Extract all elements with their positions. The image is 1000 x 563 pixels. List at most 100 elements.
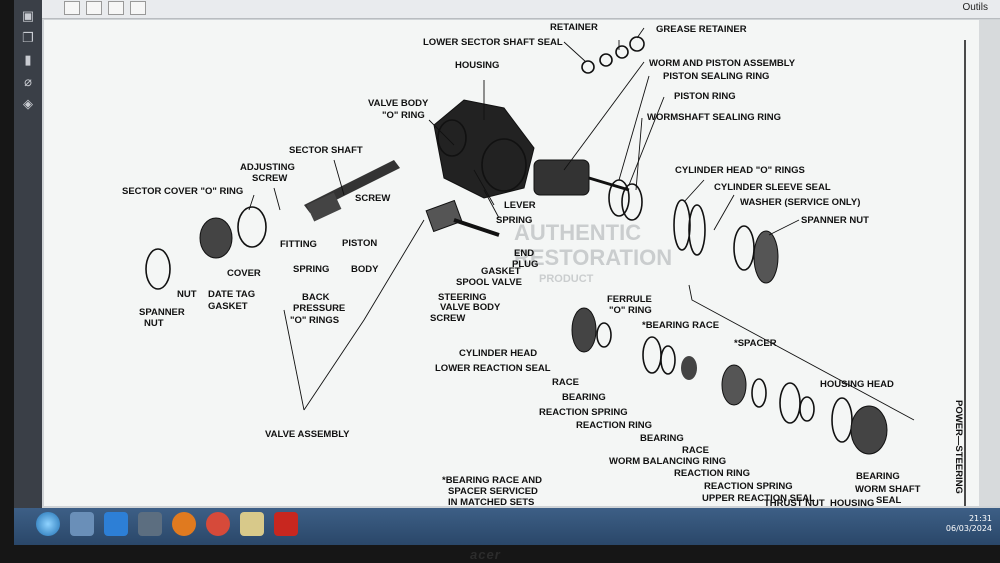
label-worm-shaft-2: SEAL bbox=[876, 495, 902, 506]
label-ferrule-1: FERRULE bbox=[607, 294, 652, 305]
label-back-3: "O" RINGS bbox=[290, 315, 339, 326]
page-thumbnails-icon[interactable]: ▣ bbox=[21, 8, 35, 23]
monitor-brand-logo: acer bbox=[470, 547, 501, 562]
folder-icon[interactable] bbox=[240, 512, 264, 536]
toolbar-button-1[interactable] bbox=[64, 1, 80, 15]
system-clock[interactable]: 21:31 06/03/2024 bbox=[946, 514, 992, 534]
part-housing bbox=[433, 99, 535, 199]
label-gasket: GASKET bbox=[481, 266, 521, 277]
bookmark-icon[interactable]: ▮ bbox=[24, 52, 32, 67]
label-steering-1: STEERING bbox=[438, 292, 487, 303]
label-back-2: PRESSURE bbox=[293, 303, 345, 314]
label-bearing-mid: BEARING bbox=[640, 433, 684, 444]
label-spacer: *SPACER bbox=[734, 338, 777, 349]
label-gasket-left: GASKET bbox=[208, 301, 248, 312]
attachment-icon[interactable]: ⌀ bbox=[24, 74, 32, 89]
footnote-line-1: *BEARING RACE AND bbox=[442, 475, 542, 486]
label-reaction-spring: REACTION SPRING bbox=[539, 407, 628, 418]
label-lever: LEVER bbox=[504, 200, 536, 211]
part-worm-piston bbox=[533, 159, 643, 221]
label-spring: SPRING bbox=[496, 215, 532, 226]
label-spring-left: SPRING bbox=[293, 264, 329, 275]
watermark-line-1: AUTHENTIC bbox=[514, 220, 641, 245]
label-steering-2: VALVE BODY bbox=[440, 302, 501, 313]
label-ferrule-2: "O" RING bbox=[609, 305, 652, 316]
label-adjusting-1: ADJUSTING bbox=[240, 162, 295, 173]
label-cylinder-head: CYLINDER HEAD bbox=[459, 348, 537, 359]
leader-lines bbox=[248, 27, 915, 421]
label-date-tag: DATE TAG bbox=[208, 289, 255, 300]
label-fitting: FITTING bbox=[280, 239, 317, 250]
document-page: AUTHENTIC RESTORATION PRODUCT bbox=[44, 20, 979, 509]
label-sector-cover-o-ring: SECTOR COVER "O" RING bbox=[122, 186, 243, 197]
label-retainer: RETAINER bbox=[550, 22, 598, 33]
label-bearing-race: *BEARING RACE bbox=[642, 320, 719, 331]
label-end-plug-1: END bbox=[514, 248, 534, 259]
label-piston-sealing-ring: PISTON SEALING RING bbox=[663, 71, 769, 82]
label-valve-body-2: "O" RING bbox=[382, 110, 425, 121]
part-top-rings bbox=[581, 36, 645, 74]
labels-middle: FITTING PISTON END PLUG SPRING BODY GASK… bbox=[139, 238, 777, 374]
label-race: RACE bbox=[552, 377, 579, 388]
right-scroll-panel[interactable] bbox=[979, 20, 1000, 506]
label-reaction-ring-2: REACTION RING bbox=[674, 468, 750, 479]
label-worm-shaft-1: WORM SHAFT bbox=[855, 484, 921, 495]
part-lower-stack bbox=[571, 307, 888, 455]
taskbar: 21:31 06/03/2024 bbox=[14, 508, 1000, 545]
label-thrust-nut: THRUST NUT bbox=[764, 498, 825, 506]
toolbar-button-3[interactable] bbox=[108, 1, 124, 15]
firefox-icon[interactable] bbox=[172, 512, 196, 536]
label-housing: HOUSING bbox=[455, 60, 499, 71]
label-screw: SCREW bbox=[355, 193, 390, 204]
label-housing-bottom: HOUSING bbox=[830, 498, 874, 506]
part-right-rings bbox=[673, 199, 779, 284]
labels-bottom: RACE HOUSING HEAD BEARING REACTION SPRIN… bbox=[265, 377, 921, 509]
side-title: POWER—STEERING bbox=[953, 400, 964, 494]
start-button-icon[interactable] bbox=[36, 512, 60, 536]
footnote-line-2: SPACER SERVICED bbox=[448, 486, 538, 497]
label-sector-shaft: SECTOR SHAFT bbox=[289, 145, 363, 156]
label-steering-3: SCREW bbox=[430, 313, 465, 324]
copy-icon[interactable]: ❐ bbox=[22, 30, 34, 45]
label-upper-reaction-seal: UPPER REACTION SEAL bbox=[702, 493, 815, 504]
labels-top: RETAINER GREASE RETAINER LOWER SECTOR SH… bbox=[122, 22, 869, 226]
label-wormshaft-sealing-ring: WORMSHAFT SEALING RING bbox=[647, 112, 781, 123]
label-spanner-1: SPANNER bbox=[139, 307, 185, 318]
pdf-sidebar-rail: ▣ ❐ ▮ ⌀ ◈ bbox=[14, 0, 42, 510]
ie-browser-icon[interactable] bbox=[104, 512, 128, 536]
chrome-icon[interactable] bbox=[206, 512, 230, 536]
label-piston: PISTON bbox=[342, 238, 377, 249]
label-valve-assembly: VALVE ASSEMBLY bbox=[265, 429, 350, 440]
label-lower-sector-shaft-seal: LOWER SECTOR SHAFT SEAL bbox=[423, 37, 563, 48]
label-valve-body-1: VALVE BODY bbox=[368, 98, 429, 109]
footnote-line-3: IN MATCHED SETS bbox=[448, 497, 534, 506]
layers-icon[interactable]: ◈ bbox=[23, 96, 33, 111]
label-bearing: BEARING bbox=[562, 392, 606, 403]
toolbar-button-4[interactable] bbox=[130, 1, 146, 15]
clock-date: 06/03/2024 bbox=[945, 524, 992, 533]
label-adjusting-2: SCREW bbox=[252, 173, 287, 184]
label-cylinder-sleeve-seal: CYLINDER SLEEVE SEAL bbox=[714, 182, 831, 193]
media-icon[interactable] bbox=[138, 512, 162, 536]
toolbar-button-2[interactable] bbox=[86, 1, 102, 15]
label-end-plug-2: PLUG bbox=[512, 259, 538, 270]
label-spanner-2: NUT bbox=[144, 318, 164, 329]
part-valve-body bbox=[425, 199, 500, 237]
part-sector-shaft bbox=[304, 160, 400, 222]
watermark-line-2: RESTORATION bbox=[514, 245, 672, 270]
label-washer: WASHER (SERVICE ONLY) bbox=[740, 197, 860, 208]
label-housing-head: HOUSING HEAD bbox=[820, 379, 894, 390]
label-reaction-ring: REACTION RING bbox=[576, 420, 652, 431]
label-reaction-spring-2: REACTION SPRING bbox=[704, 481, 793, 492]
tools-menu[interactable]: Outils bbox=[962, 2, 988, 13]
pdf-reader-icon[interactable] bbox=[274, 512, 298, 536]
label-grease-retainer: GREASE RETAINER bbox=[656, 24, 747, 35]
label-back-1: BACK bbox=[302, 292, 330, 303]
label-nut: NUT bbox=[177, 289, 197, 300]
label-race-mid: RACE bbox=[682, 445, 709, 456]
exploded-diagram: AUTHENTIC RESTORATION PRODUCT bbox=[122, 22, 966, 509]
label-cover: COVER bbox=[227, 268, 261, 279]
label-cylinder-head-o-rings: CYLINDER HEAD "O" RINGS bbox=[675, 165, 805, 176]
app-icon-1[interactable] bbox=[70, 512, 94, 536]
